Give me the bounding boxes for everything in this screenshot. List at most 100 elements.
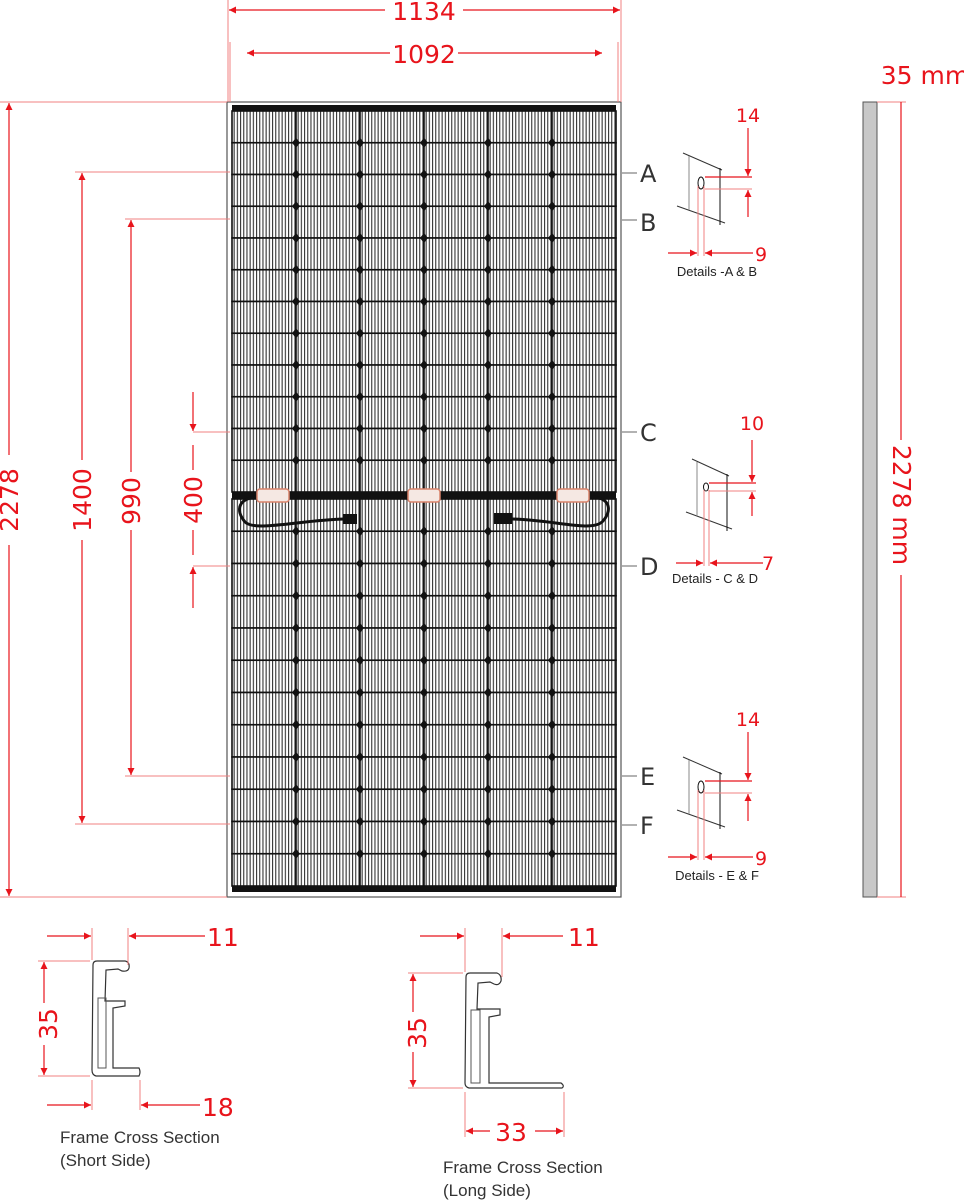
solar-cell <box>423 332 489 366</box>
cell-corner <box>292 655 300 666</box>
solar-cell <box>295 332 361 366</box>
solar-cell <box>359 627 425 662</box>
solar-cell <box>231 691 297 726</box>
cell-corner <box>548 328 556 339</box>
cell-corner <box>292 423 300 434</box>
cell-corner <box>292 816 300 827</box>
detail-c-d: 10 7 Details - C & D <box>672 413 774 586</box>
solar-cell <box>487 594 553 629</box>
solar-cell <box>423 852 489 887</box>
hole-dimension-400: 400 <box>179 392 230 608</box>
detail-caption: Details - E & F <box>675 868 759 883</box>
solar-cell <box>487 300 553 335</box>
solar-cell <box>295 459 361 493</box>
solar-cell <box>295 562 361 597</box>
solar-cell <box>359 756 425 791</box>
solar-cell <box>423 205 489 239</box>
short-section-subtitle: (Short Side) <box>60 1151 151 1170</box>
hole-dimension-990: 990 <box>117 218 230 777</box>
long-top-width-label: 11 <box>568 923 600 952</box>
cell-corner <box>356 655 364 666</box>
solar-cell <box>423 395 489 430</box>
solar-cell <box>487 364 553 398</box>
hole-label-a: A <box>640 160 657 188</box>
solar-cell <box>423 530 489 565</box>
cable-right <box>511 495 610 528</box>
cell-corner <box>420 137 428 148</box>
junction-box-1 <box>256 488 290 503</box>
long-section-title: Frame Cross Section <box>443 1158 603 1177</box>
cell-corner <box>548 590 556 601</box>
detail-height-label: 14 <box>736 709 760 731</box>
cell-corner <box>548 423 556 434</box>
cell-corner <box>292 623 300 633</box>
solar-cell <box>359 110 425 144</box>
cell-corner <box>420 558 428 569</box>
cell-corner <box>484 423 492 434</box>
length-overall-label: 2278 <box>0 468 24 532</box>
solar-cell <box>231 237 297 271</box>
cell-corner <box>420 623 428 633</box>
hole-dimension-1400: 1400 <box>68 171 230 825</box>
solar-cell <box>487 562 553 597</box>
solar-cell <box>487 395 553 430</box>
length-dimension-2278: 2278 <box>0 101 227 898</box>
solar-cell <box>551 237 617 271</box>
cell-corner <box>292 169 300 180</box>
solar-cell <box>231 141 297 176</box>
cell-corner <box>484 719 492 730</box>
solar-cell <box>231 364 297 398</box>
long-section-subtitle: (Long Side) <box>443 1181 531 1200</box>
solar-cell <box>295 788 361 823</box>
solar-cell <box>551 268 617 303</box>
solar-cell <box>359 459 425 493</box>
cell-corner <box>548 169 556 180</box>
cell-corner <box>292 558 300 569</box>
cell-corner <box>548 391 556 402</box>
cell-corner <box>292 526 300 537</box>
solar-cell <box>487 691 553 726</box>
cell-corner <box>356 848 364 859</box>
cross-section-long: 11 35 33 Frame Cross Section (Long Side) <box>403 923 603 1200</box>
cell-corner <box>356 264 364 275</box>
cell-corner <box>420 687 428 698</box>
solar-cell <box>295 110 361 144</box>
hole-label-f: F <box>640 812 654 840</box>
junction-box-3 <box>556 488 590 503</box>
cell-corner <box>420 526 428 537</box>
cell-corner <box>484 360 492 370</box>
solar-cell <box>551 756 617 791</box>
side-profile <box>862 101 878 898</box>
solar-cell <box>487 852 553 887</box>
solar-cell <box>231 205 297 239</box>
cell-corner <box>484 590 492 601</box>
solar-cell <box>359 530 425 565</box>
solar-cell <box>487 173 553 208</box>
cell-corner <box>420 391 428 402</box>
cell-corner <box>420 423 428 434</box>
solar-cell <box>551 300 617 335</box>
solar-cell <box>551 852 617 887</box>
solar-cell <box>295 427 361 462</box>
solar-cell <box>423 820 489 855</box>
solar-cell <box>423 627 489 662</box>
cell-corner <box>356 233 364 243</box>
solar-cell <box>487 627 553 662</box>
cell-corner <box>420 233 428 243</box>
cell-corner <box>356 558 364 569</box>
cell-corner <box>292 233 300 243</box>
side-length-label: 2278 mm <box>887 445 916 565</box>
mounting-hole <box>703 482 709 492</box>
cell-corner <box>356 137 364 148</box>
cell-corner <box>356 816 364 827</box>
hole-spacing-cd-label: 400 <box>179 476 208 524</box>
solar-cell <box>551 627 617 662</box>
cell-corner <box>356 590 364 601</box>
cell-corner <box>356 296 364 307</box>
cell-corner <box>548 784 556 795</box>
cell-corner <box>484 328 492 339</box>
width-dimension-1092: 1092 <box>229 40 619 102</box>
solar-cell <box>423 756 489 791</box>
top-busbar <box>232 105 616 111</box>
cell-corner <box>548 264 556 275</box>
